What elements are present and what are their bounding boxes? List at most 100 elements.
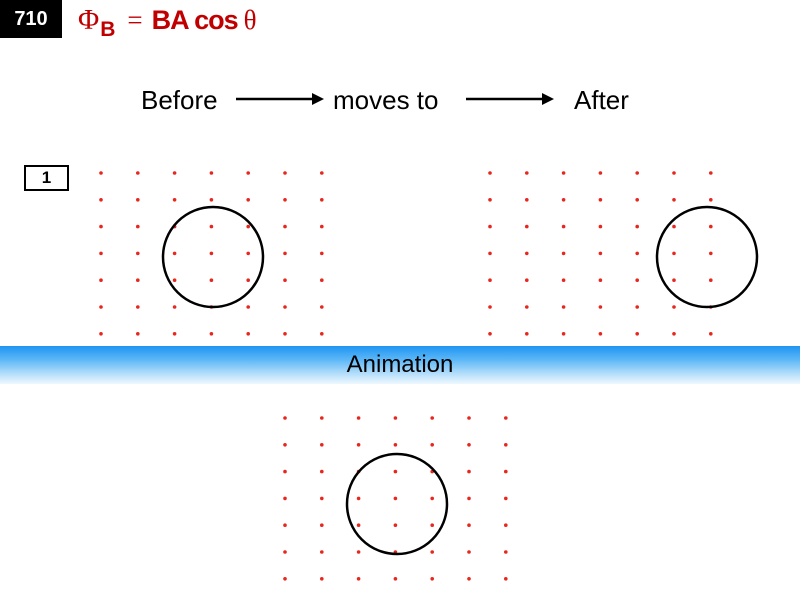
field-dot xyxy=(635,305,639,309)
field-dot xyxy=(525,198,529,202)
field-dot xyxy=(136,251,140,256)
field-dot xyxy=(320,198,324,202)
field-dot xyxy=(283,443,287,447)
field-dot xyxy=(672,332,676,336)
field-dot xyxy=(561,305,566,309)
before-label: Before xyxy=(141,85,218,115)
field-dot xyxy=(356,416,361,420)
field-dot xyxy=(635,224,639,229)
field-dot xyxy=(283,198,287,202)
field-dot xyxy=(504,496,508,501)
field-dot xyxy=(525,251,529,256)
formula-rhs: BA cos xyxy=(151,5,239,35)
field-dot xyxy=(598,305,603,309)
field-dot xyxy=(598,224,603,229)
field-dot xyxy=(320,550,324,554)
field-dot xyxy=(525,305,529,309)
field-dot xyxy=(209,332,214,336)
field-dot xyxy=(209,278,214,282)
field-dot xyxy=(320,251,324,256)
field-dot xyxy=(672,305,676,309)
field-dot xyxy=(393,523,398,527)
field-dot xyxy=(283,469,287,474)
field-dot xyxy=(246,251,250,256)
moves-to-label: moves to xyxy=(333,85,439,115)
field-dot xyxy=(393,416,398,420)
after-label: After xyxy=(574,85,629,115)
field-dot xyxy=(246,332,250,336)
field-dot xyxy=(430,416,434,420)
loop-circle-icon[interactable] xyxy=(345,452,449,556)
field-dot xyxy=(283,416,287,420)
field-dot xyxy=(467,416,471,420)
panel-number: 1 xyxy=(24,165,69,191)
field-dot xyxy=(561,251,566,256)
field-dot xyxy=(504,577,508,581)
field-dot xyxy=(598,278,603,282)
field-dot xyxy=(672,171,676,175)
loop-circle-icon[interactable] xyxy=(161,205,265,309)
field-dot xyxy=(561,278,566,282)
field-dot xyxy=(320,443,324,447)
field-dot xyxy=(709,171,713,175)
arrow-right-icon xyxy=(466,93,554,105)
field-dot xyxy=(283,332,287,336)
field-dot xyxy=(525,224,529,229)
field-dot xyxy=(356,550,361,554)
field-dot xyxy=(246,278,250,282)
field-dot xyxy=(598,171,603,175)
field-dot xyxy=(356,496,361,501)
loop-circle-icon[interactable] xyxy=(655,205,759,309)
field-dot xyxy=(504,443,508,447)
field-dot xyxy=(561,171,566,175)
animation-label: Animation xyxy=(346,351,454,378)
field-dot xyxy=(504,550,508,554)
field-dot xyxy=(598,332,603,336)
field-dot xyxy=(488,198,492,202)
field-dot xyxy=(393,577,398,581)
field-dot xyxy=(467,443,471,447)
field-dot xyxy=(430,443,434,447)
field-dot xyxy=(136,278,140,282)
field-dot xyxy=(635,198,639,202)
field-dot xyxy=(504,416,508,420)
field-dot xyxy=(320,305,324,309)
field-dot xyxy=(283,251,287,256)
field-dot xyxy=(467,469,471,474)
field-dot xyxy=(283,550,287,554)
field-dot xyxy=(172,198,177,202)
field-dot xyxy=(99,278,103,282)
field-dot xyxy=(467,496,471,501)
field-dot xyxy=(467,577,471,581)
field-dot xyxy=(598,198,603,202)
field-dot xyxy=(672,278,676,282)
field-dot xyxy=(561,224,566,229)
field-dot xyxy=(561,332,566,336)
field-dot xyxy=(672,251,676,256)
field-dot xyxy=(246,171,250,175)
field-dot xyxy=(283,577,287,581)
field-dot xyxy=(488,305,492,309)
field-dot xyxy=(430,523,434,527)
animation-bar[interactable]: Animation xyxy=(0,346,800,384)
field-dot xyxy=(320,224,324,229)
formula-phi: Φ xyxy=(78,4,100,36)
field-dot xyxy=(635,332,639,336)
field-dot xyxy=(393,469,398,474)
field-dot xyxy=(561,198,566,202)
formula-theta: θ xyxy=(243,5,257,35)
field-dot xyxy=(504,469,508,474)
field-dot xyxy=(672,224,676,229)
field-dot xyxy=(356,443,361,447)
field-dot xyxy=(320,171,324,175)
field-dot xyxy=(488,251,492,256)
field-dot xyxy=(99,251,103,256)
field-dot xyxy=(430,496,434,501)
field-dot xyxy=(172,332,177,336)
magnetic-field-after xyxy=(488,171,759,336)
field-dot xyxy=(246,224,250,229)
field-dot xyxy=(488,332,492,336)
field-dot xyxy=(172,251,177,256)
field-dot xyxy=(99,305,103,309)
field-dot xyxy=(320,577,324,581)
